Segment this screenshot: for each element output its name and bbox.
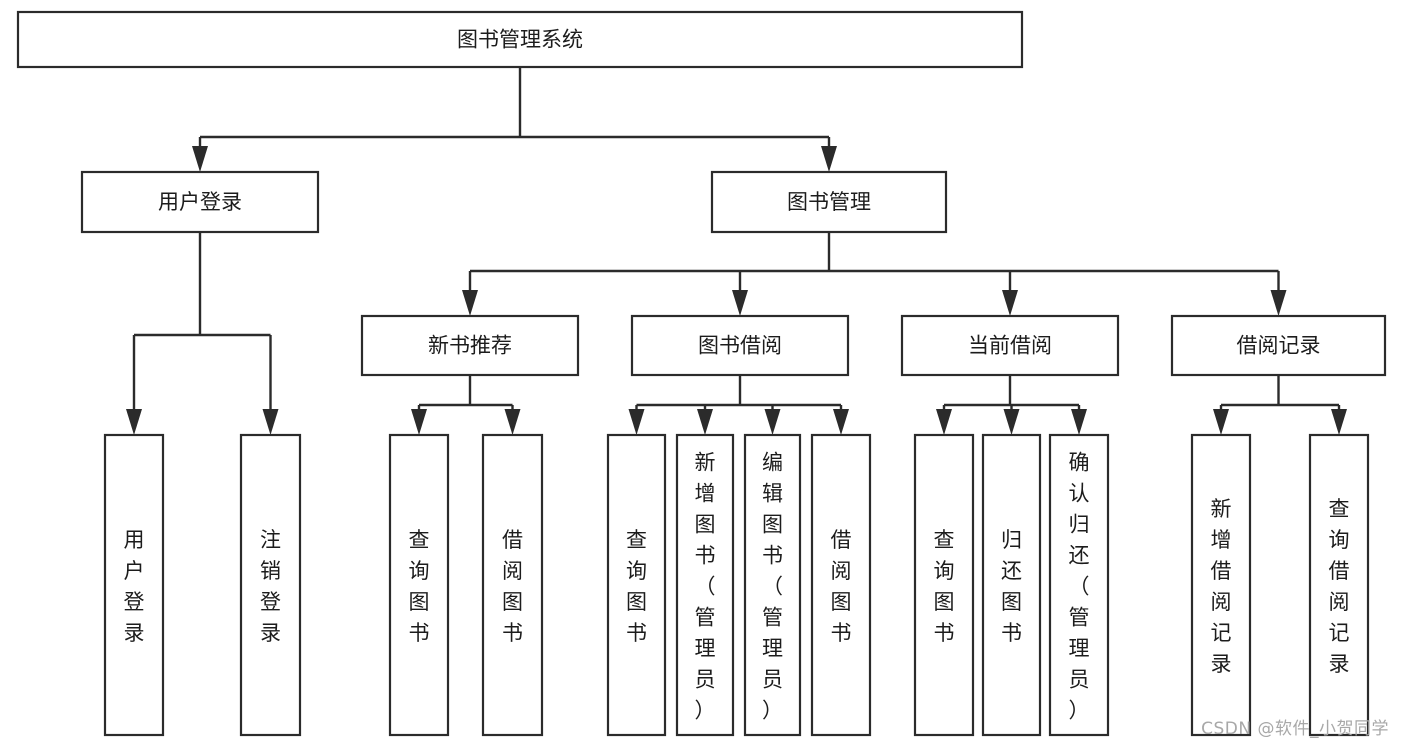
node-borrow-2[interactable]: 新增图书（管理员） bbox=[675, 433, 735, 737]
arrowhead bbox=[1270, 290, 1287, 316]
node-label: 编辑图书（管理员） bbox=[762, 451, 783, 723]
node-login-1[interactable]: 用户登录 bbox=[103, 433, 165, 737]
node-label: 图书管理 bbox=[787, 190, 871, 214]
node-box[interactable] bbox=[981, 433, 1042, 737]
arrowhead bbox=[764, 409, 781, 435]
node-login[interactable]: 用户登录 bbox=[80, 170, 320, 234]
arrowhead bbox=[1071, 409, 1087, 435]
arrowhead bbox=[192, 146, 208, 172]
node-box[interactable] bbox=[1170, 314, 1387, 377]
node-login-2[interactable]: 注销登录 bbox=[239, 433, 302, 737]
node-box[interactable] bbox=[360, 314, 580, 377]
node-box[interactable] bbox=[810, 433, 872, 737]
node-box[interactable] bbox=[103, 433, 165, 737]
node-box[interactable] bbox=[239, 433, 302, 737]
node-label: 查询图书 bbox=[626, 528, 647, 645]
node-record-1[interactable]: 新增借阅记录 bbox=[1190, 433, 1252, 737]
node-borrow-4[interactable]: 借阅图书 bbox=[810, 433, 872, 737]
node-box[interactable] bbox=[900, 314, 1120, 377]
arrowhead bbox=[1003, 409, 1020, 435]
node-label: 新增图书（管理员） bbox=[695, 451, 716, 723]
arrowhead bbox=[628, 409, 645, 435]
node-label: 借阅图书 bbox=[502, 528, 523, 645]
node-newbook-2[interactable]: 借阅图书 bbox=[481, 433, 544, 737]
node-label: 图书借阅 bbox=[698, 334, 782, 358]
node-label: 借阅图书 bbox=[831, 528, 852, 645]
node-box[interactable] bbox=[481, 433, 544, 737]
arrowhead bbox=[697, 409, 713, 435]
node-box[interactable] bbox=[388, 433, 450, 737]
node-label: 用户登录 bbox=[124, 528, 145, 645]
node-label: 查询图书 bbox=[934, 528, 955, 645]
arrowhead bbox=[1002, 290, 1018, 316]
node-box[interactable] bbox=[1048, 433, 1110, 737]
node-box[interactable] bbox=[1190, 433, 1252, 737]
node-bookmgmt[interactable]: 图书管理 bbox=[710, 170, 948, 234]
node-borrow-1[interactable]: 查询图书 bbox=[606, 433, 667, 737]
arrowhead bbox=[1331, 409, 1347, 435]
node-label: 查询图书 bbox=[409, 528, 430, 645]
node-label: 确认归还（管理员） bbox=[1069, 451, 1090, 723]
arrowhead bbox=[262, 409, 279, 435]
edge-group-newbook bbox=[411, 375, 521, 435]
node-box[interactable] bbox=[630, 314, 850, 377]
node-label: 新增借阅记录 bbox=[1211, 497, 1232, 676]
node-box[interactable] bbox=[16, 10, 1024, 69]
edges-layer bbox=[126, 67, 1347, 435]
arrowhead bbox=[504, 409, 521, 435]
node-label: 借阅记录 bbox=[1237, 334, 1321, 358]
node-label: 图书管理系统 bbox=[457, 28, 583, 52]
node-box[interactable] bbox=[1308, 433, 1370, 737]
node-borrow-3[interactable]: 编辑图书（管理员） bbox=[743, 433, 802, 737]
node-box[interactable] bbox=[913, 433, 975, 737]
edge-group-borrow bbox=[628, 375, 849, 435]
edge-group-login bbox=[126, 232, 279, 435]
nodes-layer: 图书管理系统用户登录图书管理新书推荐图书借阅当前借阅借阅记录用户登录注销登录查询… bbox=[16, 10, 1387, 737]
node-box[interactable] bbox=[606, 433, 667, 737]
node-root[interactable]: 图书管理系统 bbox=[16, 10, 1024, 69]
arrowhead bbox=[833, 409, 849, 435]
arrowhead bbox=[126, 409, 142, 435]
node-current[interactable]: 当前借阅 bbox=[900, 314, 1120, 377]
node-label: 查询借阅记录 bbox=[1329, 497, 1350, 676]
node-record[interactable]: 借阅记录 bbox=[1170, 314, 1387, 377]
node-label: 用户登录 bbox=[158, 190, 242, 214]
arrowhead bbox=[462, 290, 478, 316]
node-borrow[interactable]: 图书借阅 bbox=[630, 314, 850, 377]
node-box[interactable] bbox=[743, 433, 802, 737]
node-label: 当前借阅 bbox=[968, 334, 1052, 358]
arrowhead bbox=[411, 409, 427, 435]
node-box[interactable] bbox=[80, 170, 320, 234]
arrowhead bbox=[936, 409, 952, 435]
node-record-2[interactable]: 查询借阅记录 bbox=[1308, 433, 1370, 737]
node-label: 归还图书 bbox=[1001, 528, 1022, 645]
node-current-2[interactable]: 归还图书 bbox=[981, 433, 1042, 737]
node-newbook[interactable]: 新书推荐 bbox=[360, 314, 580, 377]
edge-group-record bbox=[1213, 375, 1347, 435]
arrowhead bbox=[1213, 409, 1229, 435]
edge-group-current bbox=[936, 375, 1087, 435]
node-label: 注销登录 bbox=[260, 528, 281, 645]
arrowhead bbox=[821, 146, 837, 172]
node-box[interactable] bbox=[675, 433, 735, 737]
node-newbook-1[interactable]: 查询图书 bbox=[388, 433, 450, 737]
node-current-1[interactable]: 查询图书 bbox=[913, 433, 975, 737]
arrowhead bbox=[732, 290, 748, 316]
edge-group-root bbox=[192, 67, 837, 172]
edge-group-bookmgmt bbox=[462, 232, 1287, 316]
node-current-3[interactable]: 确认归还（管理员） bbox=[1048, 433, 1110, 737]
node-box[interactable] bbox=[710, 170, 948, 234]
node-label: 新书推荐 bbox=[428, 334, 512, 358]
